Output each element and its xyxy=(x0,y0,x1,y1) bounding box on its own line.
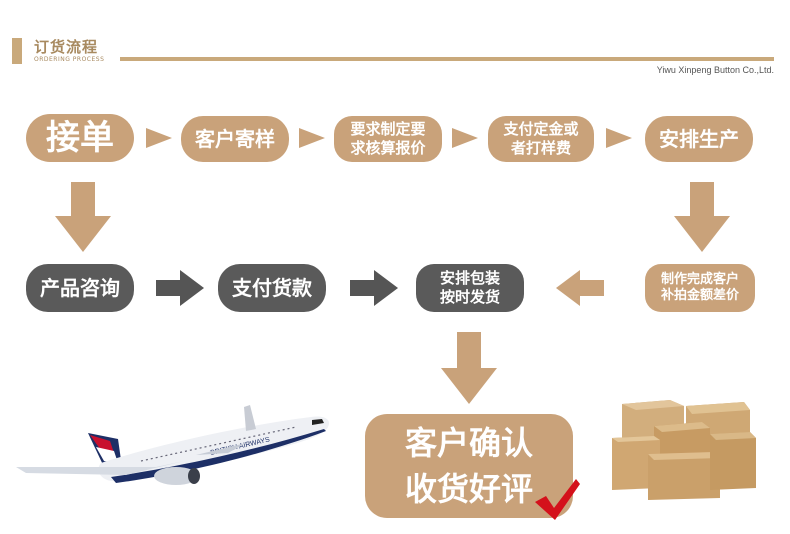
step-confirm-review: 客户确认 收货好评 xyxy=(365,414,573,518)
arrow-right-icon xyxy=(156,270,204,306)
header-accent-bar xyxy=(12,38,22,64)
step-label: 接单 xyxy=(46,117,114,158)
arrow-left-icon xyxy=(556,270,604,306)
arrow-right-icon xyxy=(146,128,172,148)
page-subtitle: ORDERING PROCESS xyxy=(34,56,105,63)
arrow-down-icon xyxy=(674,182,730,252)
step-product-inquiry: 产品咨询 xyxy=(26,264,134,312)
step-deposit: 支付定金或 者打样费 xyxy=(488,116,594,162)
cardboard-boxes-icon xyxy=(612,400,756,500)
step-label: 安排生产 xyxy=(659,126,739,151)
step-label-line2: 补拍金额差价 xyxy=(660,288,739,303)
step-label-line1: 要求制定要 xyxy=(350,120,426,139)
step-final-adjustment: 制作完成客户 补拍金额差价 xyxy=(645,264,755,312)
company-name: Yiwu Xinpeng Button Co.,Ltd. xyxy=(656,65,774,75)
step-label: 支付货款 xyxy=(232,275,312,300)
step-label-line1: 制作完成客户 xyxy=(660,271,739,287)
arrow-down-icon xyxy=(441,332,497,404)
step-label-line2: 者打样费 xyxy=(510,139,571,157)
step-label: 产品咨询 xyxy=(40,275,120,300)
step-customer-sample: 客户寄样 xyxy=(181,116,289,162)
arrow-right-icon xyxy=(299,128,325,148)
step-label-line2: 求核算报价 xyxy=(350,139,426,157)
step-production: 安排生产 xyxy=(645,116,753,162)
step-label-line2: 按时发货 xyxy=(439,288,500,306)
step-packing-shipping: 安排包装 按时发货 xyxy=(416,264,524,312)
arrow-right-icon xyxy=(452,128,478,148)
page-title: 订货流程 xyxy=(34,38,99,56)
airplane-icon: BRITISH AIRWAYS xyxy=(16,405,330,485)
step-quote: 要求制定要 求核算报价 xyxy=(334,116,442,162)
step-balance-payment: 支付货款 xyxy=(218,264,326,312)
final-label-line1: 客户确认 xyxy=(404,423,533,462)
final-label-line2: 收货好评 xyxy=(404,470,533,508)
checkmark-icon xyxy=(535,479,580,520)
arrow-right-icon xyxy=(350,270,398,306)
arrow-right-icon xyxy=(606,128,632,148)
arrow-down-icon xyxy=(55,182,111,252)
step-label: 客户寄样 xyxy=(195,126,275,151)
step-label-line1: 安排包装 xyxy=(439,269,500,288)
header-divider xyxy=(120,57,774,61)
step-order-received: 接单 xyxy=(26,114,134,162)
step-label-line1: 支付定金或 xyxy=(503,120,579,139)
